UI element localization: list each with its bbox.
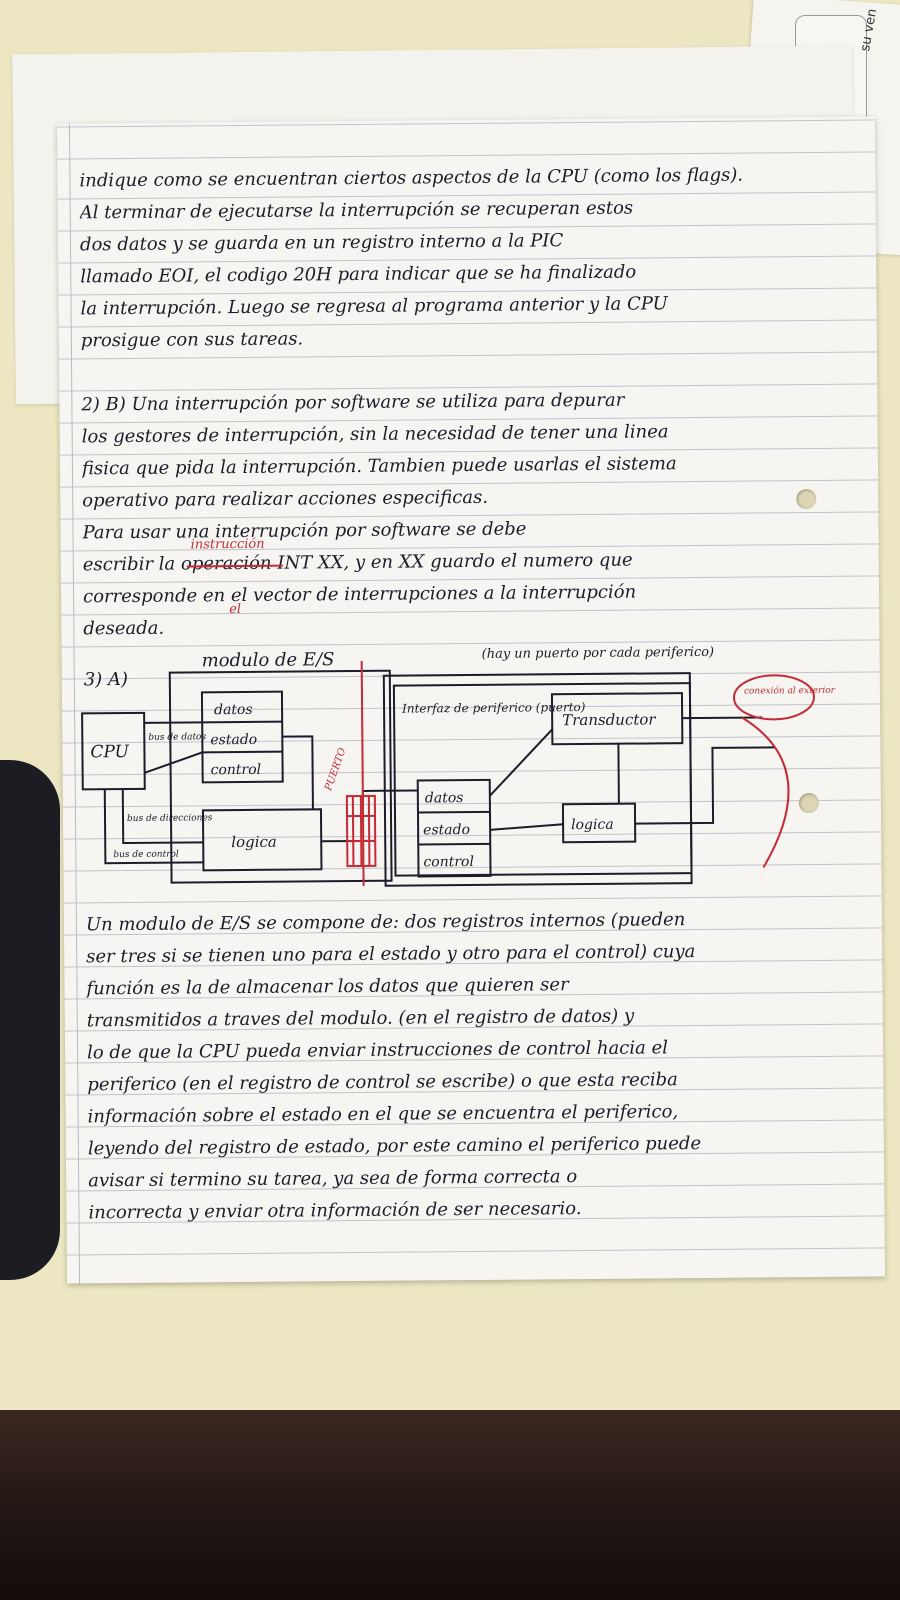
table-edge	[0, 1410, 900, 1600]
red-conexion-label: conexión al exterior	[744, 685, 836, 697]
text-line: Al terminar de ejecutarse la interrupció…	[79, 197, 634, 224]
text-line: transmitidos a traves del modulo. (en el…	[86, 1005, 635, 1032]
text-line: prosigue con sus tareas.	[80, 328, 304, 352]
cpu-label: CPU	[90, 742, 129, 762]
red-puerto-label: PUERTO	[323, 747, 349, 794]
reg-control-label: control	[211, 762, 262, 778]
text-line: la interrupción. Luego se regresa al pro…	[80, 293, 668, 320]
text-line: periferico (en el registro de control se…	[87, 1069, 678, 1096]
io-module-diagram: 3) A) modulo de E/S (hay un puerto por c…	[81, 645, 836, 887]
logica-box	[201, 808, 323, 872]
text-line: lo de que la CPU pueda enviar instruccio…	[86, 1037, 669, 1064]
cpu-box	[81, 711, 146, 791]
question-label: 3) A)	[84, 669, 128, 690]
port-estado-label: estado	[423, 822, 470, 838]
text-line: avisar si termino su tarea, ya sea de fo…	[88, 1166, 578, 1192]
module-title: modulo de E/S	[202, 649, 335, 671]
text-line: dos datos y se guarda en un registro int…	[79, 230, 564, 256]
interfaz-label: Interfaz de periferico (puerto)	[401, 700, 586, 716]
text-line: leyendo del registro de estado, por este…	[87, 1133, 702, 1160]
reg-estado-label: estado	[210, 732, 257, 748]
text-line: corresponde en el vector de interrupcion…	[82, 581, 637, 608]
port-note: (hay un puerto por cada periferico)	[482, 645, 715, 662]
bus-control-label: bus de control	[113, 850, 179, 861]
text-line: operativo para realizar acciones especif…	[82, 486, 489, 512]
text-line: ser tres si se tienen uno para el estado…	[86, 941, 696, 968]
text-line: fisica que pida la interrupción. Tambien…	[81, 453, 677, 480]
bus-datos-label: bus de datos	[148, 732, 206, 743]
reg-datos-label: datos	[214, 702, 253, 718]
text-line: los gestores de interrupción, sin la nec…	[81, 421, 669, 448]
text-line: 2) B) Una interrupción por software se u…	[81, 389, 625, 416]
text-line: información sobre el estado en el que se…	[87, 1101, 679, 1128]
bus-direcciones-label: bus de direcciones	[127, 813, 213, 824]
port-datos-label: datos	[425, 790, 464, 806]
module-box	[168, 669, 393, 884]
port-logica-label: logica	[571, 817, 614, 833]
text-line: función es la de almacenar los datos que…	[86, 974, 569, 1000]
transductor-label: Transductor	[562, 710, 656, 729]
port-registers	[416, 778, 492, 878]
text-line: indique como se encuentran ciertos aspec…	[79, 164, 744, 192]
text-line: Un modulo de E/S se compone de: dos regi…	[85, 909, 686, 936]
notebook-page: indique como se encuentran ciertos aspec…	[56, 116, 886, 1284]
text-line: llamado EOI, el codigo 20H para indicar …	[80, 261, 637, 288]
logica-label: logica	[231, 833, 277, 851]
text-line: incorrecta y enviar otra información de …	[88, 1198, 582, 1224]
dark-object	[0, 760, 60, 1280]
port-control-label: control	[423, 854, 474, 870]
red-port-marks	[345, 660, 815, 886]
